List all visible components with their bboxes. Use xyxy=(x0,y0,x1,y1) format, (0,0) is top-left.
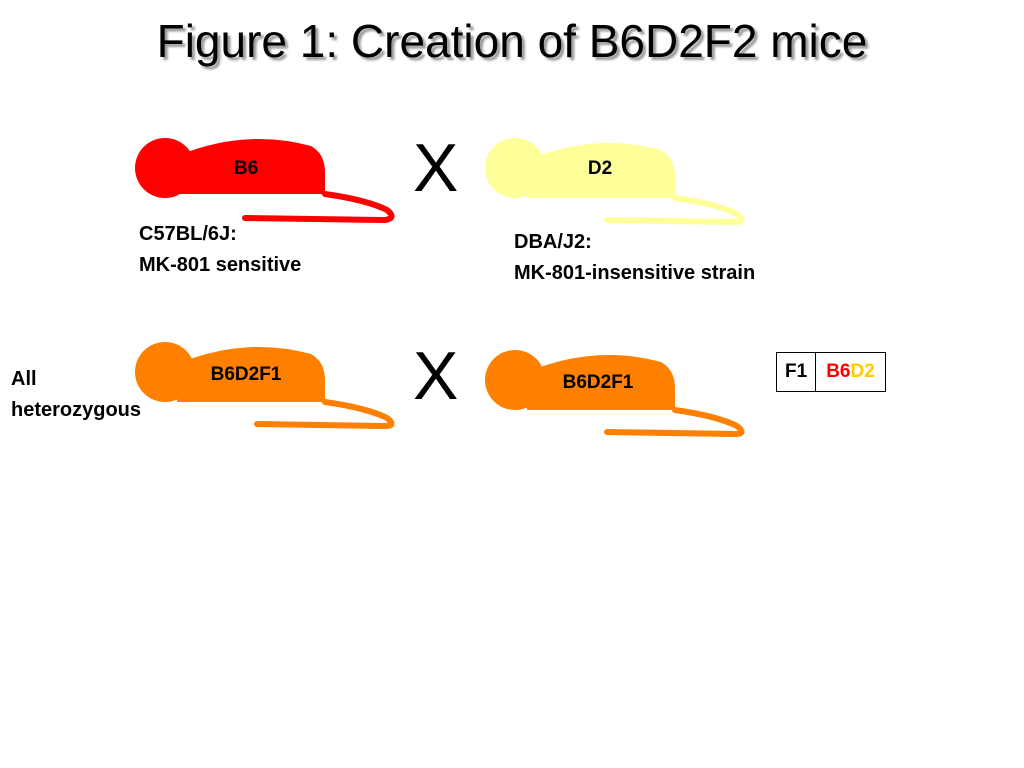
b6-mouse-icon xyxy=(135,132,397,227)
page-title: Figure 1: Creation of B6D2F2 mice xyxy=(156,15,868,67)
b6-strain-caption: C57BL/6J: MK-801 sensitive xyxy=(139,219,301,281)
heterozygous-line2: heterozygous xyxy=(11,399,142,421)
f1-right-mouse-label: B6D2F1 xyxy=(562,372,634,393)
d2-mouse-label: D2 xyxy=(587,158,613,179)
d2-strain-sensitivity: MK-801-insensitive strain xyxy=(514,262,756,284)
genotype-table: F1 B6D2 xyxy=(775,352,886,392)
f1-left-mouse-label: B6D2F1 xyxy=(210,364,282,385)
b6-strain-name: C57BL/6J: xyxy=(139,223,237,245)
d2-strain-name: DBA/J2: xyxy=(514,231,592,253)
cross-symbol-bottom: X xyxy=(413,338,459,414)
f1-left-mouse-icon xyxy=(135,340,397,435)
cross-symbol-top: X xyxy=(413,130,459,206)
b6-mouse-label: B6 xyxy=(233,158,259,179)
heterozygous-caption: All heterozygous xyxy=(11,364,141,426)
heterozygous-line1: All xyxy=(11,368,37,390)
genotype-cell: B6D2 xyxy=(815,352,886,392)
d2-mouse-icon xyxy=(485,136,747,231)
f1-right-mouse-icon xyxy=(485,348,747,443)
generation-cell: F1 xyxy=(775,352,817,392)
allele-d2: D2 xyxy=(850,361,875,382)
table-row: F1 B6D2 xyxy=(775,352,886,392)
b6-strain-sensitivity: MK-801 sensitive xyxy=(139,254,302,276)
d2-strain-caption: DBA/J2: MK-801-insensitive strain xyxy=(514,227,755,289)
allele-b6: B6 xyxy=(826,361,851,382)
